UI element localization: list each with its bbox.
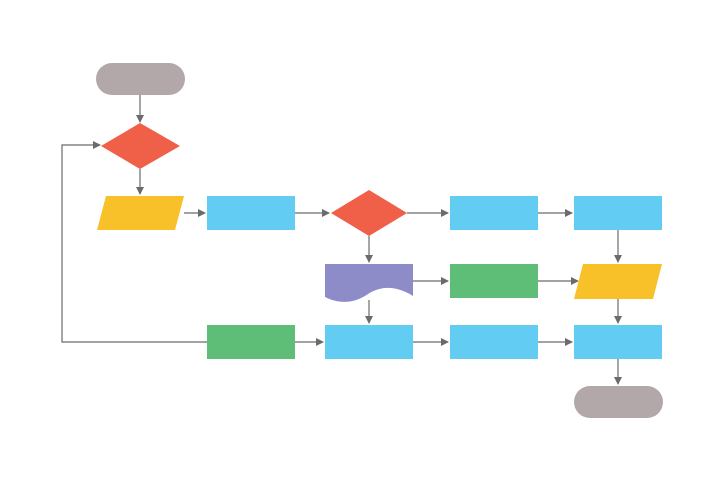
alternate-process-box-2[interactable] — [207, 325, 295, 359]
process-box-2[interactable] — [450, 196, 538, 230]
edge-alt-process-2-loop-to-decision-1 — [61, 141, 207, 343]
process-box-5[interactable] — [450, 325, 538, 359]
process-box-1[interactable] — [207, 196, 295, 230]
process-box-3[interactable] — [574, 196, 662, 230]
decision-diamond-2[interactable] — [331, 190, 407, 236]
process-box-4[interactable] — [325, 325, 413, 359]
decision-diamond-1[interactable] — [101, 123, 180, 169]
process-box-6[interactable] — [574, 325, 662, 359]
input-output-parallelogram-1[interactable] — [97, 196, 184, 230]
nodes — [96, 63, 663, 418]
input-output-parallelogram-2[interactable] — [574, 264, 662, 299]
start-terminal[interactable] — [96, 63, 185, 95]
document-shape-1[interactable] — [325, 264, 413, 302]
connectors — [61, 95, 622, 385]
end-terminal[interactable] — [574, 386, 663, 418]
alternate-process-box-1[interactable] — [450, 264, 538, 298]
